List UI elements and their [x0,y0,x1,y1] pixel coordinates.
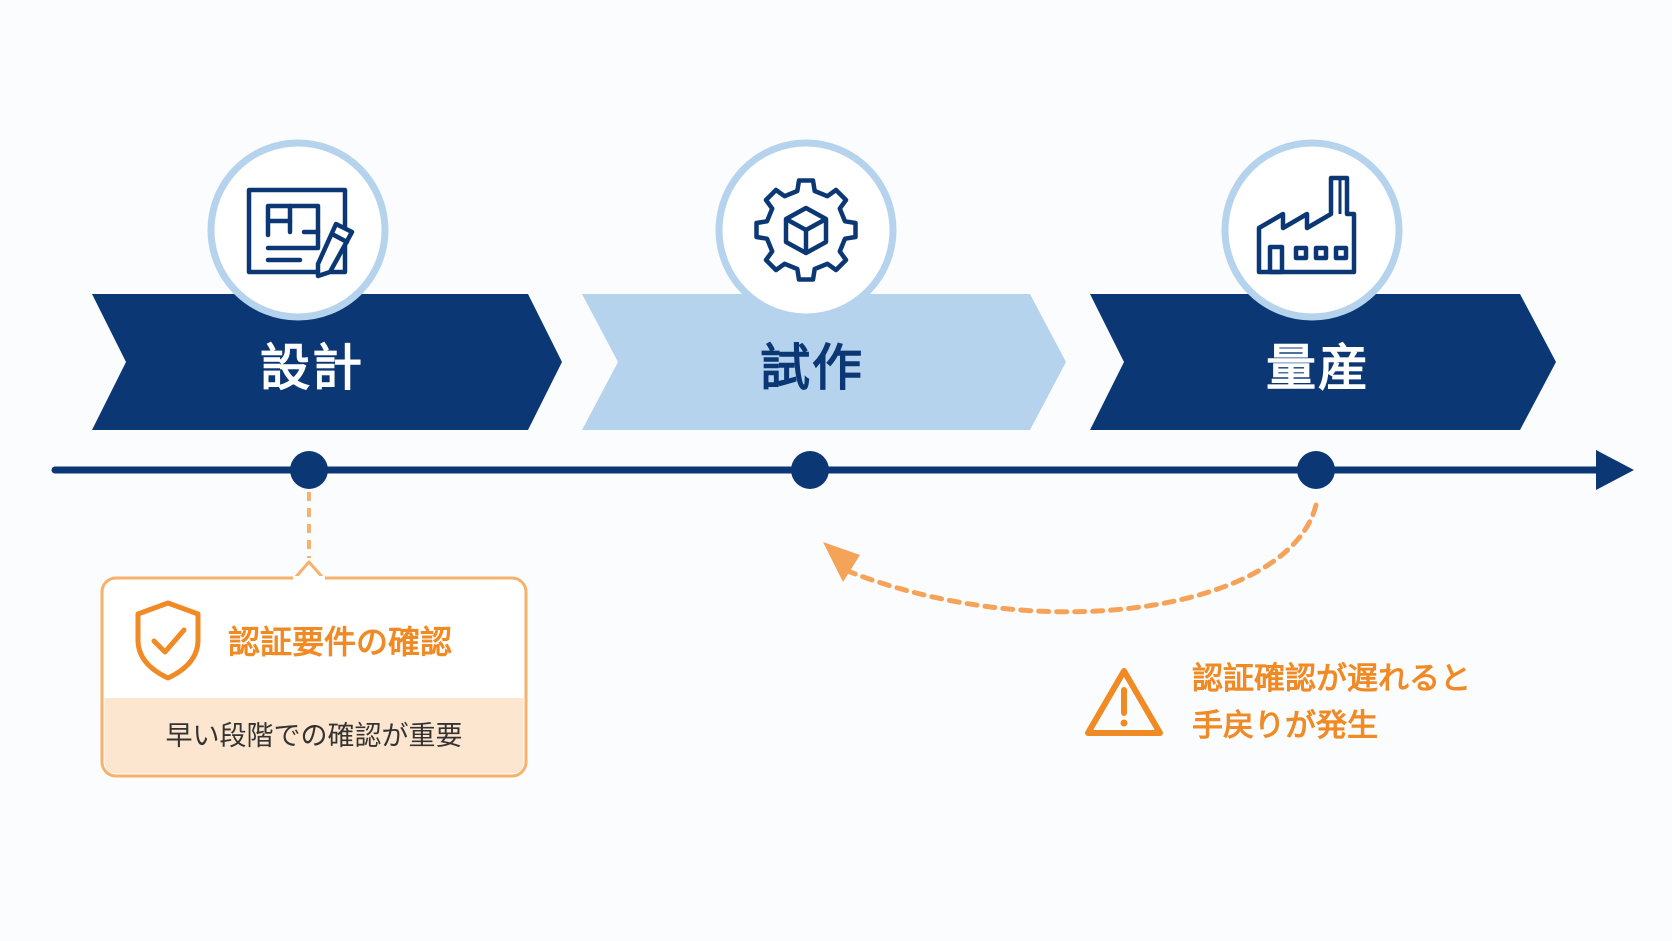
rework-arrowhead [823,542,860,582]
stage-arrow-mass-production [1090,294,1556,430]
warning-triangle-icon [1085,668,1163,736]
shield-check-icon [135,600,201,681]
factory-icon [1256,175,1357,275]
warning-text-line2: 手戻りが発生 [1192,708,1378,744]
stage-label-design: 設計 [260,339,364,397]
timeline-node-prototype [791,451,829,489]
stage-icon-prototype [715,139,897,321]
gear-box-icon [754,178,858,282]
timeline-arrowhead [1596,450,1634,490]
stage-label-mass-production: 量産 [1266,339,1370,397]
stage-arrow-prototype [582,294,1066,430]
timeline-node-mass-production [1297,451,1335,489]
stage-icon-mass-production [1221,139,1403,321]
stage-arrow-design [92,294,562,430]
callout-body: 早い段階での確認が重要 [166,721,463,752]
rework-return-arrow [837,502,1319,615]
warning-text-line1: 認証確認が遅れると [1192,661,1471,697]
callout-title: 認証要件の確認 [228,623,452,661]
timeline-node-design [290,451,328,489]
stage-icon-design [207,139,389,321]
blueprint-icon [246,187,355,279]
stage-label-prototype: 試作 [760,339,864,397]
callout-box: 認証要件の確認 早い段階での確認が重要 [100,560,528,778]
